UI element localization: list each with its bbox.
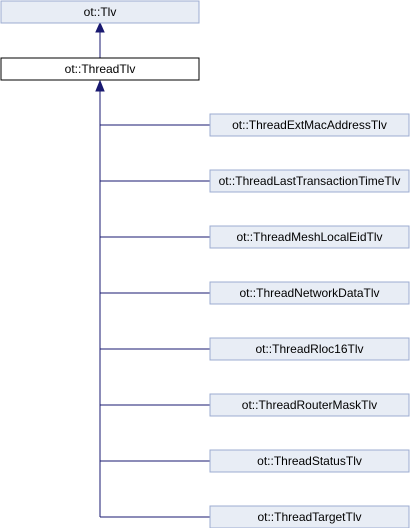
node-child-label: ot::ThreadNetworkDataTlv (239, 286, 379, 300)
node-child-label: ot::ThreadRouterMaskTlv (242, 398, 377, 412)
node-child-box (209, 281, 410, 305)
node-child[interactable]: ot::ThreadExtMacAddressTlv (209, 113, 410, 137)
node-child-box (209, 505, 410, 528)
inheritance-edges (95, 21, 210, 518)
node-child-label: ot::ThreadTargetTlv (257, 510, 361, 524)
node-child-label: ot::ThreadMeshLocalEidTlv (236, 230, 382, 244)
node-child[interactable]: ot::ThreadMeshLocalEidTlv (209, 225, 410, 249)
node-child-box (209, 337, 410, 361)
node-child-box (209, 393, 410, 417)
node-child-label: ot::ThreadRloc16Tlv (255, 342, 363, 356)
node-root-label: ot::Tlv (84, 5, 117, 19)
node-child[interactable]: ot::ThreadRloc16Tlv (209, 337, 410, 361)
node-child-box (209, 449, 410, 473)
node-root[interactable]: ot::Tlv (0, 0, 200, 24)
child-nodes: ot::ThreadExtMacAddressTlvot::ThreadLast… (209, 113, 410, 528)
node-child-label: ot::ThreadStatusTlv (257, 454, 362, 468)
node-child[interactable]: ot::ThreadStatusTlv (209, 449, 410, 473)
arrowhead-root (95, 21, 105, 33)
arrowhead-base (95, 79, 105, 92)
node-child-box (209, 113, 410, 137)
node-root-box (0, 0, 200, 24)
node-child-box (209, 169, 410, 193)
node-base-box (0, 57, 200, 81)
node-child-label: ot::ThreadLastTransactionTimeTlv (219, 174, 401, 188)
node-child[interactable]: ot::ThreadLastTransactionTimeTlv (209, 169, 410, 193)
node-child-label: ot::ThreadExtMacAddressTlv (232, 118, 387, 132)
node-base: ot::ThreadTlv (0, 57, 200, 81)
node-child[interactable]: ot::ThreadRouterMaskTlv (209, 393, 410, 417)
node-child[interactable]: ot::ThreadNetworkDataTlv (209, 281, 410, 305)
node-child[interactable]: ot::ThreadTargetTlv (209, 505, 410, 528)
node-child-box (209, 225, 410, 249)
node-base-label: ot::ThreadTlv (65, 62, 136, 76)
